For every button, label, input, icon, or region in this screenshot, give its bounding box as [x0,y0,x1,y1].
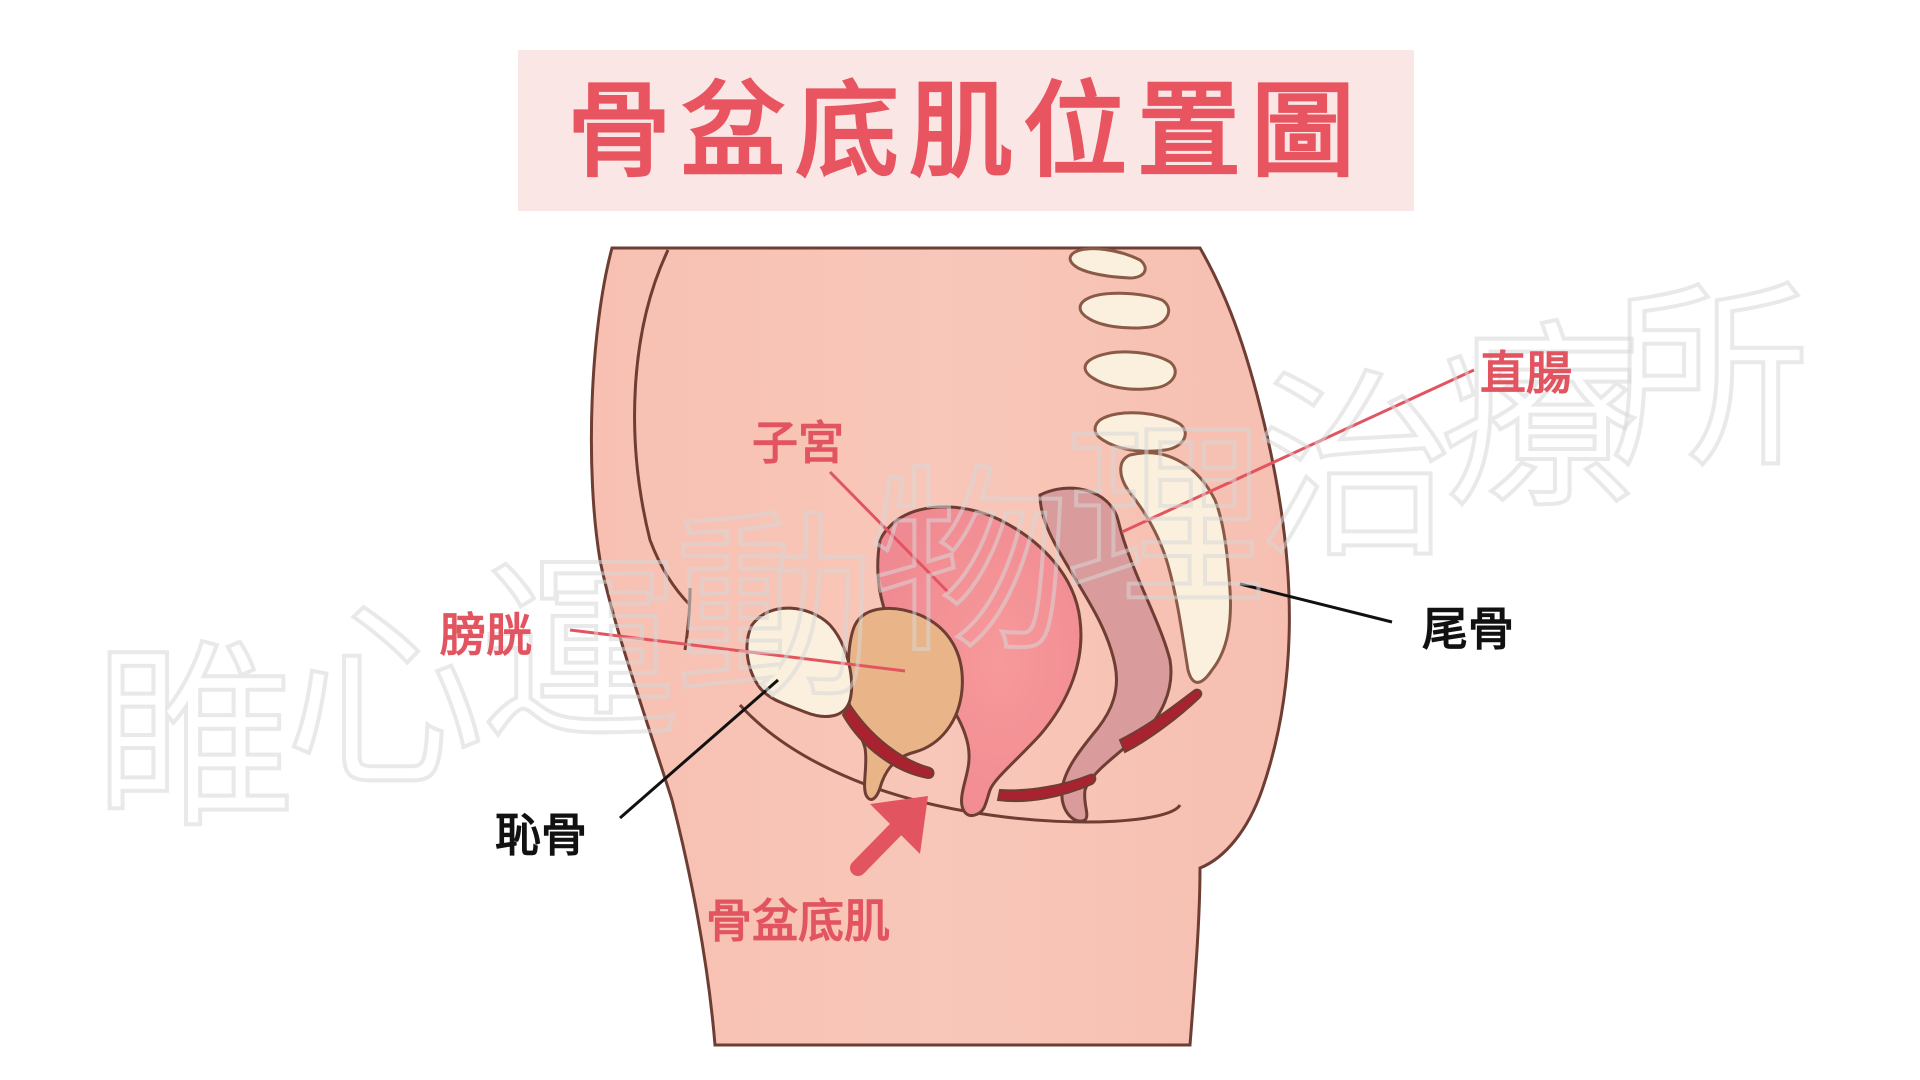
leader-uterus [828,470,950,594]
label-coccyx: 尾骨 [1422,602,1514,656]
label-uterus: 子宮 [752,416,844,470]
rectum [1038,486,1173,823]
leader-rectum [1121,368,1475,534]
spine [1068,247,1232,684]
label-pubis: 恥骨 [495,808,587,862]
label-rectum: 直腸 [1480,346,1572,400]
pelvic-outline [738,703,1182,824]
label-bladder: 膀胱 [440,608,532,662]
leader-bladder [569,628,906,673]
title-banner: 骨盆底肌位置圖 [518,50,1414,211]
pubic-bone [745,606,854,718]
sacrum [1119,451,1232,684]
leader-coccyx [1239,582,1393,624]
page-title: 骨盆底肌位置圖 [566,69,1365,192]
leader-lines [569,368,1475,820]
pelvic-floor-arrow [850,796,928,876]
leader-pubis [619,678,779,820]
pelvic-floor-muscle [841,688,1203,803]
abdomen-contour [633,249,692,607]
label-pelvic-floor: 骨盆底肌 [706,894,890,948]
